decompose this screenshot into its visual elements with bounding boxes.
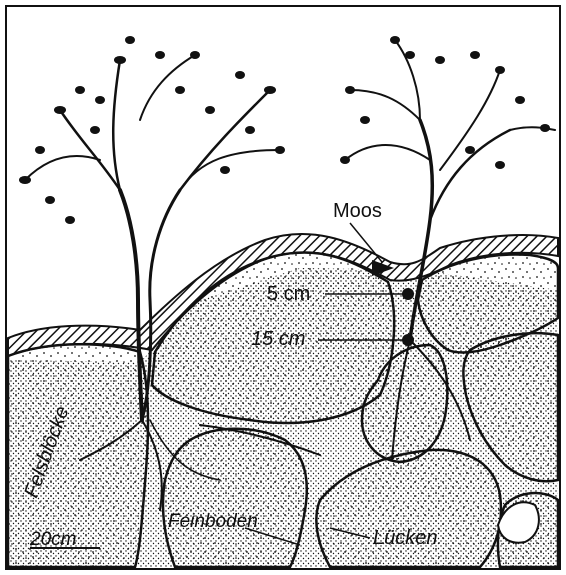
depth-marker-15cm bbox=[402, 334, 414, 346]
label-gaps: Lücken bbox=[373, 528, 438, 548]
label-scale: 20cm bbox=[30, 530, 76, 549]
label-fine-soil: Feinboden bbox=[168, 512, 258, 531]
boulder-left bbox=[8, 344, 148, 567]
label-moss: Moos bbox=[333, 201, 382, 221]
depth-marker-5cm bbox=[402, 288, 414, 300]
label-depth-5cm: 5 cm bbox=[267, 284, 310, 304]
boulder-lower-center bbox=[163, 429, 307, 567]
label-depth-15cm: 15 cm bbox=[251, 329, 305, 349]
